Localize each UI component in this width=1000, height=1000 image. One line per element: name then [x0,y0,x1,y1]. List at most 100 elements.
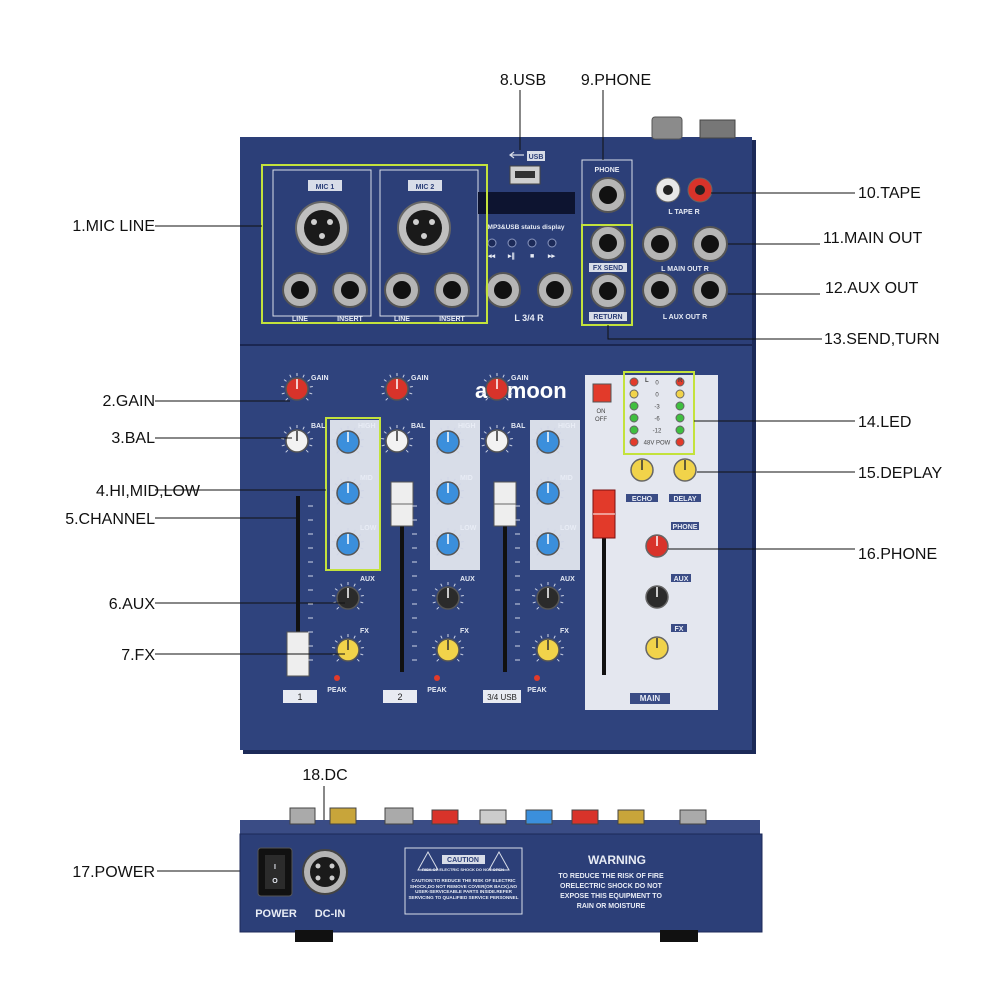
display-next-icon: ▸▸ [547,253,556,260]
callout-bal: 3.BAL [111,430,155,447]
aux-out-l-jack[interactable] [642,272,678,308]
main-out-r-jack[interactable] [692,226,728,262]
return-jack[interactable] [590,273,626,309]
line-jack-3-4-l[interactable] [485,272,521,308]
peak-indicators: PEAK PEAK PEAK [327,675,547,694]
callout-dc: 18.DC [302,767,347,784]
aux-master-label: AUX [674,576,689,583]
warning-line-3: EXPOSE THIS EQUIPMENT TO [560,893,662,900]
fx-knob-1[interactable] [332,634,364,662]
delay-knob[interactable] [673,458,697,482]
high-knob-1[interactable] [332,426,364,454]
callout-tape: 10.TAPE [858,185,921,202]
peak-label-3: PEAK [527,687,546,694]
power-off-mark: O [272,878,278,885]
top-jack-connector [651,116,683,140]
mic2-label-bg [408,180,442,191]
caution-triangle-icon [417,850,439,871]
bal-knob-2[interactable] [381,425,413,453]
phone-jack[interactable] [590,177,626,213]
tape-rca-r[interactable] [687,177,713,203]
fx-send-jack[interactable] [590,225,626,261]
callout-eq: 4.HI,MID,LOW [96,483,201,500]
power-rocker [265,855,285,889]
fx-label-3: FX [560,628,569,635]
low-knob-1[interactable] [332,528,364,556]
channel-knobs [281,373,564,662]
main-out-l-jack[interactable] [642,226,678,262]
gain-label-2: GAIN [411,375,429,382]
led-r-0 [675,377,685,387]
xlr-mic2-input[interactable] [397,201,451,255]
callout-delay: 15.DEPLAY [858,465,943,482]
highlight-mic-line [261,164,488,324]
fx-master-knob[interactable] [645,636,669,660]
warning-line-1: TO REDUCE THE RISK OF FIRE [558,873,664,880]
fx-knob-3[interactable] [532,634,564,662]
insert-jack-1[interactable] [332,272,368,308]
top-switch-connector [699,119,736,139]
status-display-screen [478,192,575,214]
mic2-frame [379,169,479,317]
echo-label: ECHO [632,496,653,503]
mid-knob-3[interactable] [532,477,564,505]
fx-knob-2[interactable] [432,634,464,662]
display-buttons[interactable] [487,238,557,248]
highlight-boxes [261,164,695,571]
return-label: RETURN [593,314,622,321]
aux-knob-1[interactable] [332,582,364,610]
high-knob-2[interactable] [432,426,464,454]
display-stop-icon: ■ [530,253,534,260]
high-label-3: HIGH [558,423,576,430]
peak-led-1 [334,675,340,681]
aux-knob-2[interactable] [432,582,464,610]
mixer-front-panel: MIC 1 MIC 2 LINE INSERT LINE INSERT L 3/… [240,116,756,754]
led-l-3 [629,413,639,423]
gain-knob-1[interactable] [281,373,313,401]
led-r-2 [675,401,685,411]
callout-led: 14.LED [858,414,911,431]
xlr-mic1-input[interactable] [295,201,349,255]
gain-knob-2[interactable] [381,373,413,401]
warning-triangle-icon [488,850,510,871]
echo-knob[interactable] [630,458,654,482]
mic1-label: MIC 1 [316,184,335,191]
low-knob-2[interactable] [432,528,464,556]
tape-rca-l[interactable] [655,177,681,203]
echo-label-bg [626,494,658,502]
fader-track-2 [400,496,404,672]
peak-led-3 [534,675,540,681]
caution-text: CAUTION:TO REDUCE THE RISK OF ELECTRIC S… [408,878,519,901]
bal-label-3: BAL [511,423,526,430]
bal-knob-1[interactable] [281,425,313,453]
ch34-label-bg [483,690,521,703]
aux-out-r-jack[interactable] [692,272,728,308]
mid-knob-1[interactable] [332,477,364,505]
aux-knob-3[interactable] [532,582,564,610]
high-knob-3[interactable] [532,426,564,454]
bal-knob-3[interactable] [481,425,513,453]
mid-label-1: MID [360,475,373,482]
dc-in-socket[interactable] [302,849,348,895]
line-jack-3-4-r[interactable] [537,272,573,308]
line-jack-1[interactable] [282,272,318,308]
callout-usb: 8.USB [500,72,546,89]
insert-jack-2[interactable] [434,272,470,308]
mid-knob-2[interactable] [432,477,464,505]
mic2-label: MIC 2 [416,184,435,191]
power-48v-button[interactable] [592,383,612,403]
gain-knob-3[interactable] [481,373,513,401]
main-label: MAIN [640,694,661,703]
phone-level-knob[interactable] [645,534,669,558]
line-jack-2[interactable] [384,272,420,308]
low-knob-3[interactable] [532,528,564,556]
aux-master-knob[interactable] [645,585,669,609]
power-on-mark: I [274,864,276,871]
callout-channel: 5.CHANNEL [65,511,155,528]
led-level-label-5: 48V POW [644,441,671,447]
main-fader-track [602,505,606,675]
led-r-label: R [678,378,683,384]
peak-label-1: PEAK [327,687,346,694]
warning-title: WARNING [588,853,646,867]
